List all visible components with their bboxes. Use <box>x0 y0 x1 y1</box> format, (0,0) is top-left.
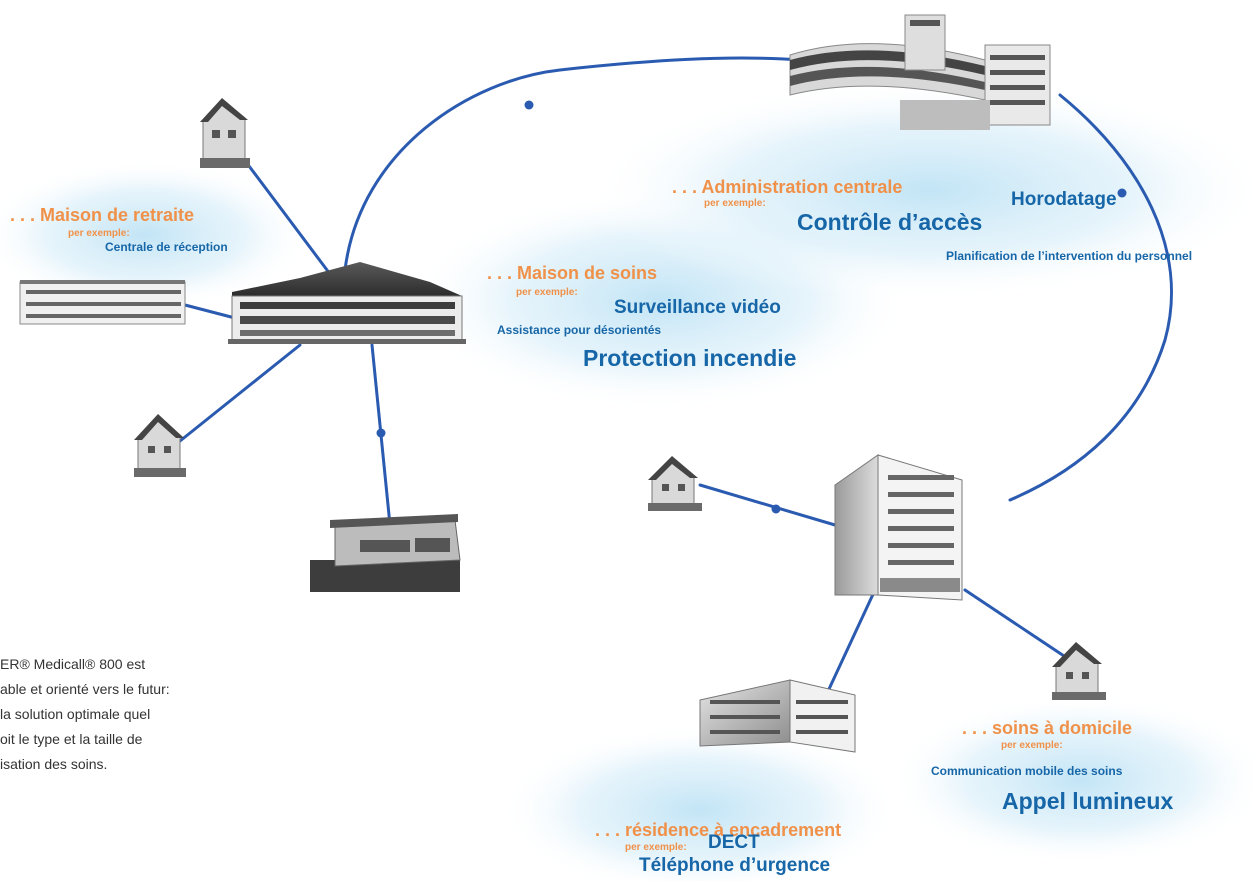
house-left <box>134 414 186 477</box>
example-label-administration: per exemple: <box>704 198 766 209</box>
item-protection-incendie: Protection incendie <box>583 345 797 371</box>
junction-dot <box>376 428 386 438</box>
item-assistance-desorientes: Assistance pour désorientés <box>497 323 662 337</box>
building-villa <box>310 514 461 592</box>
site-title-retraite: . . . Maison de retraite <box>10 205 195 225</box>
site-title-soins: . . . Maison de soins <box>487 263 658 283</box>
building-residence <box>699 679 856 753</box>
spoke-house-left <box>173 343 302 447</box>
item-communication-mobile: Communication mobile des soins <box>931 764 1123 778</box>
item-telephone-urgence: Téléphone d’urgence <box>639 855 831 876</box>
item-appel-lumineux: Appel lumineux <box>1002 788 1174 814</box>
example-label-retraite: per exemple: <box>68 228 130 239</box>
spoke-house-mid <box>698 483 837 527</box>
junction-dots <box>376 100 1127 514</box>
intro-line: ER® Medicall® 800 est <box>0 656 146 672</box>
building-care-home <box>228 262 466 344</box>
intro-line: isation des soins. <box>0 756 108 772</box>
ring-arc-right <box>1008 93 1173 502</box>
intro-line: la solution optimale quel <box>0 706 151 722</box>
house-bottom-right <box>1052 642 1106 700</box>
glow-areas <box>0 80 1253 881</box>
item-centrale-reception: Centrale de réception <box>105 240 228 254</box>
site-title-administration: . . . Administration centrale <box>672 177 903 197</box>
example-label-soins: per exemple: <box>516 287 578 298</box>
house-icons <box>134 98 1106 700</box>
item-horodatage: Horodatage <box>1011 189 1117 210</box>
junction-dot <box>771 504 781 514</box>
ring-arc-left <box>343 56 802 272</box>
house-middle <box>648 456 702 511</box>
building-tower <box>834 454 963 601</box>
intro-line: oit le type et la taille de <box>0 731 143 747</box>
item-planification-personnel: Planification de l’intervention du perso… <box>946 249 1193 263</box>
item-dect: DECT <box>708 832 760 853</box>
item-surveillance-video: Surveillance vidéo <box>614 297 781 318</box>
site-title-domicile: . . . soins à domicile <box>962 718 1133 738</box>
intro-line: able et orienté vers le futur: <box>0 681 170 697</box>
item-controle-acces: Contrôle d’accès <box>797 209 983 235</box>
junction-dot <box>524 100 534 110</box>
building-administration <box>789 14 1051 130</box>
building-apartments-left <box>19 280 186 325</box>
intro-paragraph: ER® Medicall® 800 est able et orienté ve… <box>0 652 300 777</box>
junction-dot <box>1117 188 1127 198</box>
house-top-left <box>200 98 250 168</box>
spoke-apartments <box>183 303 237 320</box>
example-label-domicile: per exemple: <box>1001 740 1063 751</box>
site-title-residence: . . . résidence à encadrement <box>595 820 842 840</box>
example-label-residence: per exemple: <box>625 842 687 853</box>
